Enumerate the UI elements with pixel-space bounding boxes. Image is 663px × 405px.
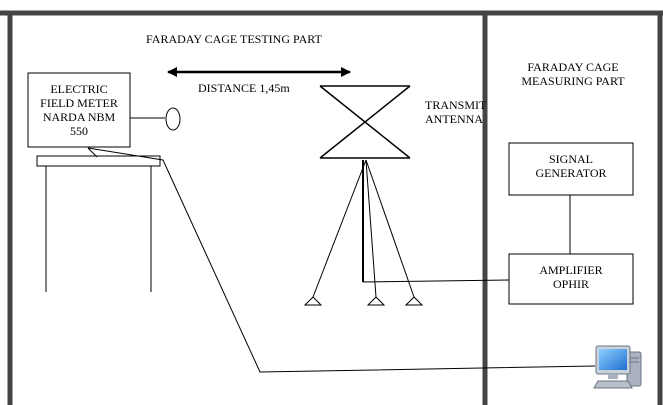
antenna-label-line1: TRANSMIT	[425, 98, 487, 112]
meter-label-line2: FIELD METER	[40, 96, 118, 110]
signal-generator-label-line2: GENERATOR	[535, 166, 607, 180]
amplifier-label-line1: AMPLIFIER	[539, 263, 603, 277]
antenna-tripod	[303, 159, 424, 306]
meter-to-table-link	[87, 147, 98, 158]
measuring-part-title-line1: FARADAY CAGE	[527, 60, 619, 74]
amplifier-label-line2: OPHIR	[552, 277, 589, 291]
measuring-part-title-line2: MEASURING PART	[521, 74, 625, 88]
meter-label-line1: ELECTRIC	[50, 82, 108, 96]
probe-icon	[165, 107, 181, 131]
computer-icon	[593, 345, 642, 389]
signal-generator-box	[508, 142, 634, 196]
meter-label-line4: 550	[70, 124, 88, 138]
antenna-to-amplifier-cable	[362, 279, 510, 283]
antenna-label-line2: ANTENNA	[425, 112, 483, 126]
meter-label-line3: NARDA NBM	[42, 110, 116, 124]
transmit-antenna-icon	[319, 85, 411, 159]
testing-part-title: FARADAY CAGE TESTING PART	[146, 32, 322, 46]
distance-label: DISTANCE 1,45m	[198, 81, 290, 95]
field-meter-box	[27, 72, 131, 148]
table	[36, 155, 161, 292]
amplifier-box	[508, 253, 634, 305]
signal-generator-label-line1: SIGNAL	[549, 152, 593, 166]
testing-part-wall	[0, 10, 663, 405]
meter-to-computer-cable	[87, 147, 596, 373]
